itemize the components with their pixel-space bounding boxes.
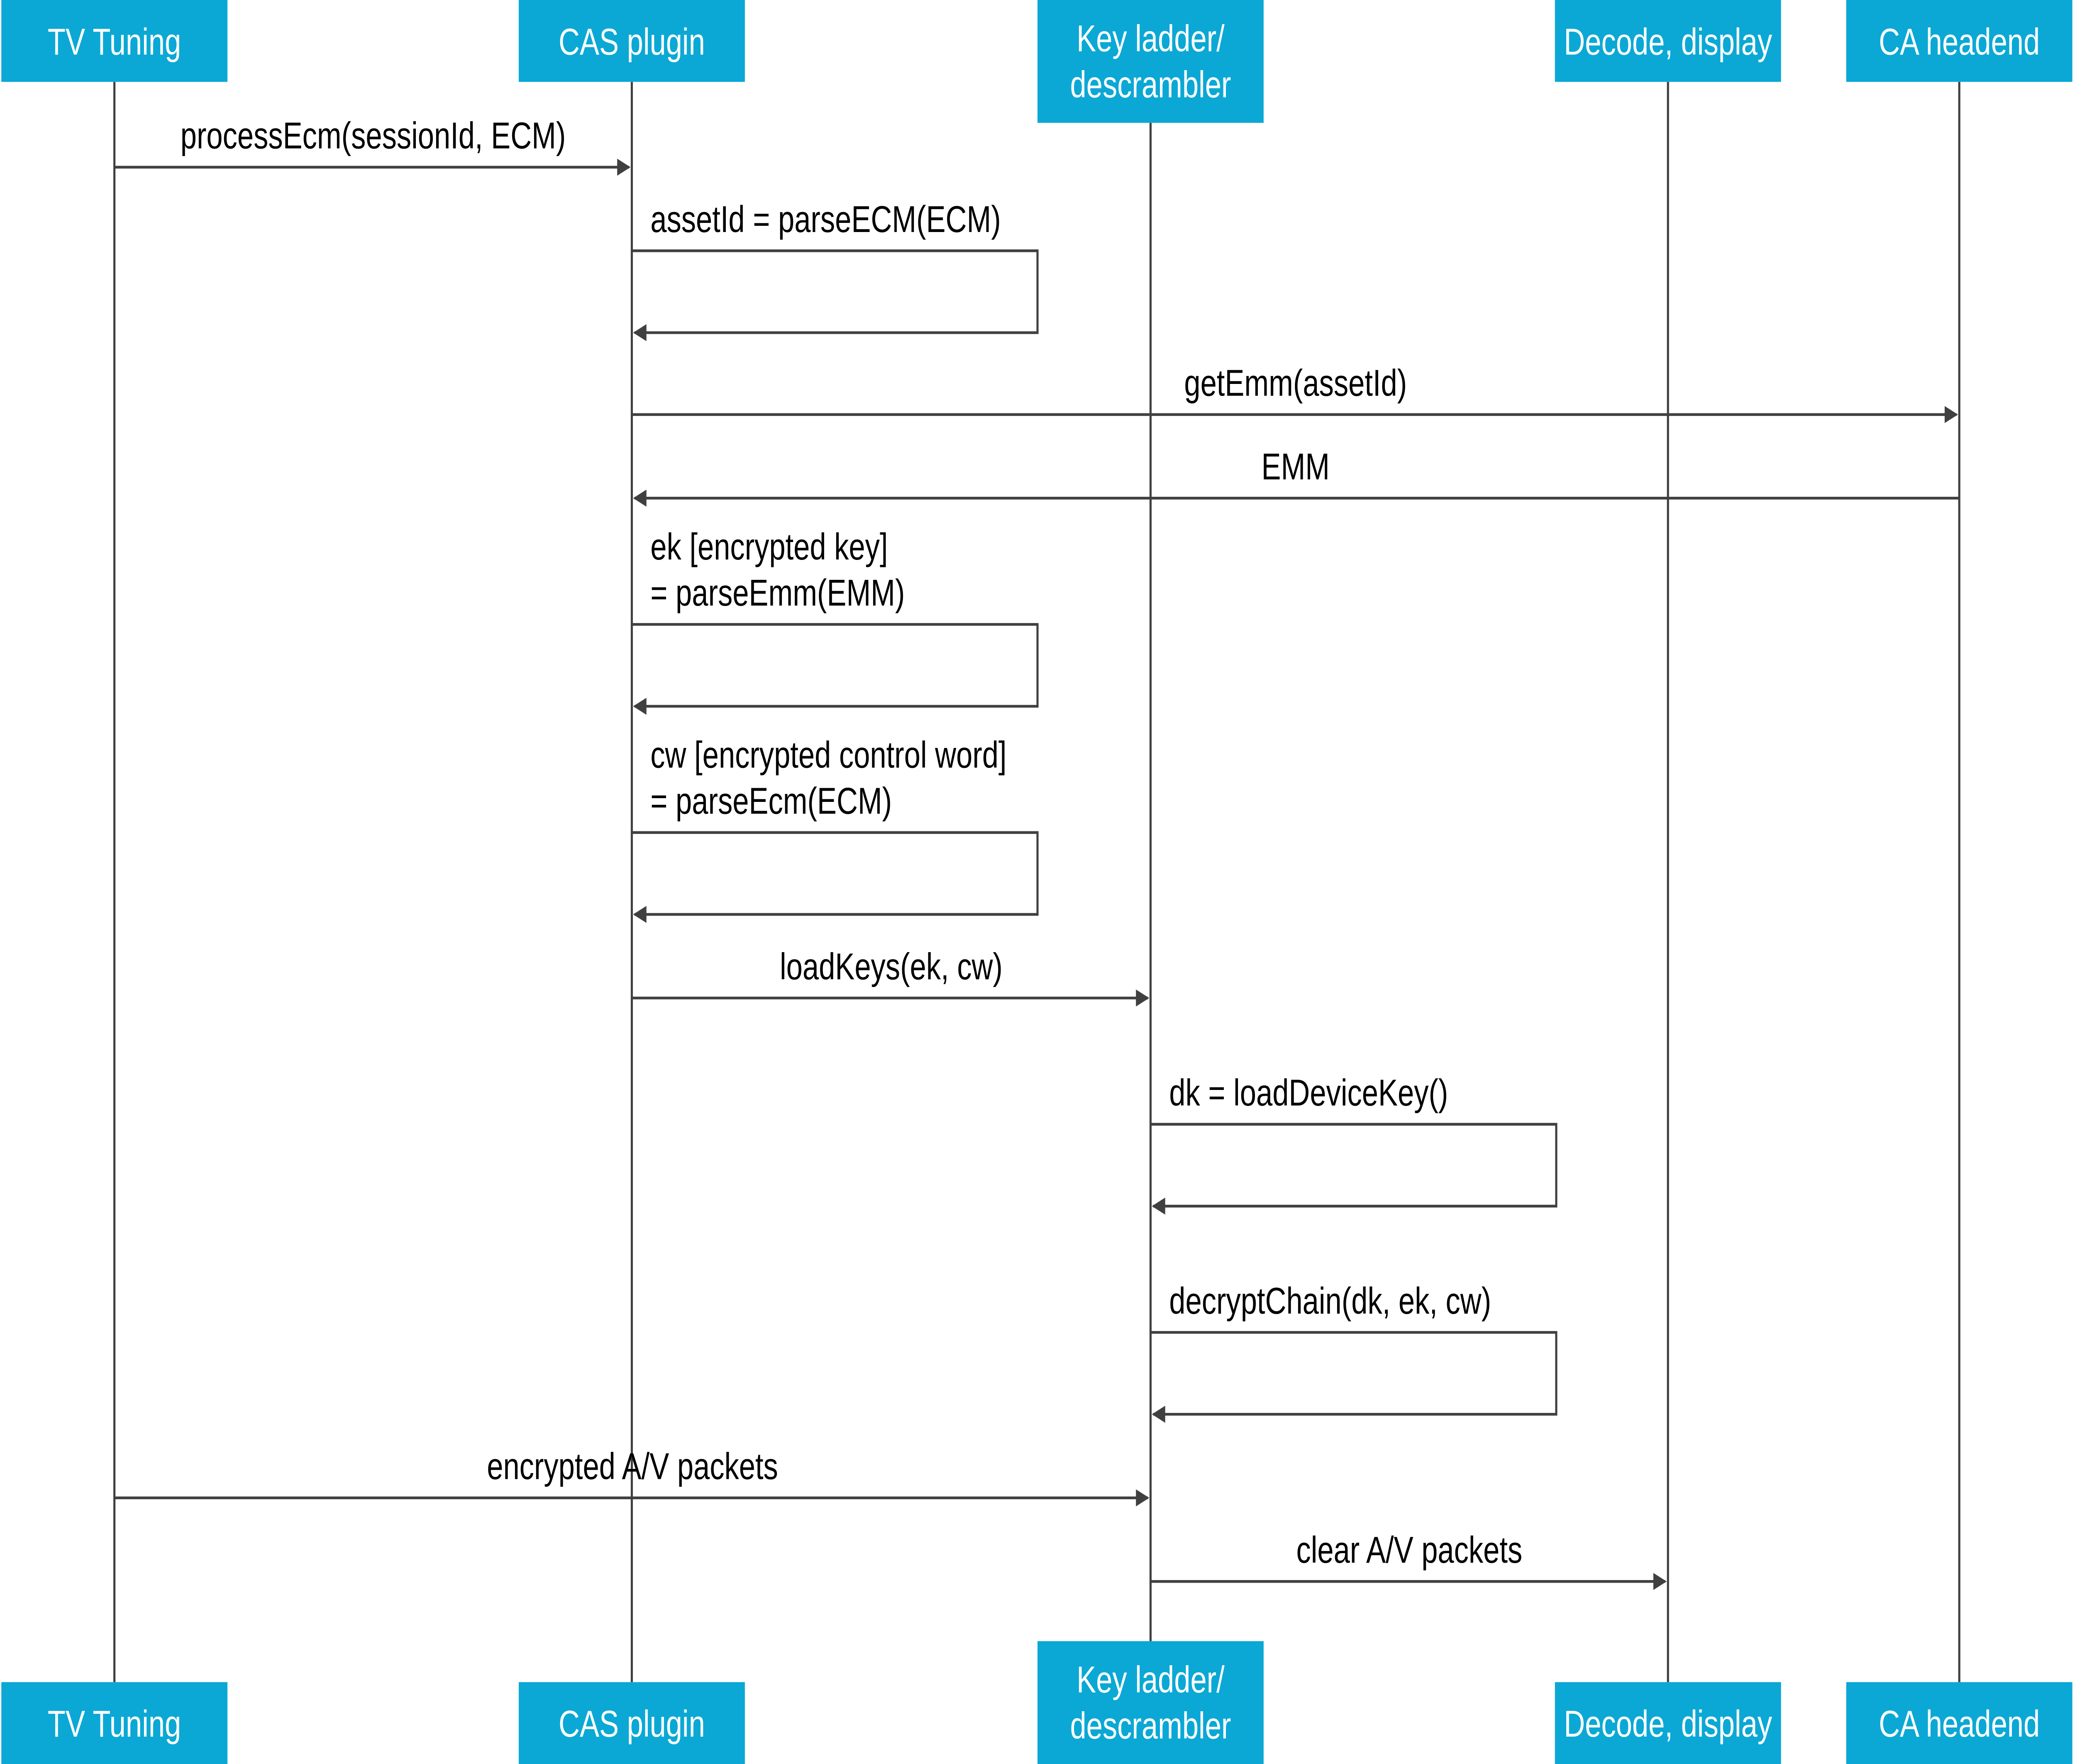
message: assetId = parseECM(ECM) — [632, 199, 1039, 334]
message: ek [encrypted key]= parseEmm(EMM) — [632, 526, 1039, 708]
lifelines — [113, 82, 1960, 1682]
arrowhead — [1152, 1405, 1165, 1423]
participant-top: CA headend — [1846, 0, 2073, 82]
message-label: encrypted A/V packets — [487, 1446, 778, 1487]
message: EMM — [634, 446, 1960, 500]
participant-label: Key ladder/ — [1077, 1659, 1225, 1700]
arrowhead — [1653, 1573, 1667, 1590]
self-message-line — [632, 249, 1039, 334]
message-label: dk = loadDeviceKey() — [1169, 1072, 1448, 1114]
message: processEcm(sessionId, ECM) — [114, 115, 630, 169]
message-label: = parseEmm(EMM) — [650, 572, 905, 614]
message-label: processEcm(sessionId, ECM) — [181, 115, 566, 156]
arrowhead — [633, 698, 647, 715]
participant-bottom: CAS plugin — [519, 1682, 745, 1764]
message-label: = parseEcm(ECM) — [650, 780, 892, 822]
participant-label: CAS plugin — [559, 21, 705, 63]
message: dk = loadDeviceKey() — [1150, 1072, 1557, 1208]
message: getEmm(assetId) — [632, 362, 1957, 416]
participant-box — [1, 0, 228, 82]
participant-box — [1038, 1641, 1264, 1764]
participant-box — [519, 0, 745, 82]
participant-label: descrambler — [1070, 1705, 1231, 1747]
arrowhead — [1136, 989, 1150, 1007]
participant-bottom: CA headend — [1846, 1682, 2073, 1764]
arrowhead — [1136, 1489, 1150, 1507]
participant-top: Key ladder/descrambler — [1038, 0, 1264, 123]
participant-box — [1846, 1682, 2073, 1764]
participant-box — [1555, 1682, 1781, 1764]
message: encrypted A/V packets — [114, 1446, 1148, 1500]
participant-box — [1038, 0, 1264, 123]
participant-top: TV Tuning — [1, 0, 228, 82]
participant-label: TV Tuning — [48, 21, 181, 63]
message-label: getEmm(assetId) — [1184, 362, 1407, 404]
message: decryptChain(dk, ek, cw) — [1150, 1280, 1557, 1416]
participant-label: Key ladder/ — [1077, 18, 1225, 59]
participant-label: Decode, display — [1564, 21, 1772, 63]
arrowhead — [633, 906, 647, 923]
participant-label: TV Tuning — [48, 1703, 181, 1745]
message-label: ek [encrypted key] — [650, 526, 888, 568]
arrowhead — [1152, 1197, 1165, 1215]
arrowhead — [633, 489, 647, 507]
message-label: loadKeys(ek, cw) — [780, 946, 1003, 987]
message-label: clear A/V packets — [1296, 1529, 1522, 1571]
participant-box — [1, 1682, 228, 1764]
participant-box — [1846, 0, 2073, 82]
messages: processEcm(sessionId, ECM) assetId = pars… — [114, 115, 1960, 1590]
participant-label: CA headend — [1879, 21, 2040, 63]
participant-label: CAS plugin — [559, 1703, 705, 1745]
message-label: decryptChain(dk, ek, cw) — [1169, 1280, 1491, 1322]
message-label: cw [encrypted control word] — [650, 734, 1006, 776]
participant-bottom: TV Tuning — [1, 1682, 228, 1764]
arrowhead — [617, 159, 631, 176]
participant-label: descrambler — [1070, 64, 1231, 105]
message: cw [encrypted control word]= parseEcm(EC… — [632, 734, 1039, 916]
participant-top: CAS plugin — [519, 0, 745, 82]
participant-bottom: Key ladder/descrambler — [1038, 1641, 1264, 1764]
arrowhead — [633, 324, 647, 342]
participant-bottom: Decode, display — [1555, 1682, 1781, 1764]
message: loadKeys(ek, cw) — [632, 946, 1148, 999]
message-label: assetId = parseECM(ECM) — [650, 199, 1001, 240]
self-message-line — [632, 623, 1039, 708]
self-message-line — [1150, 1123, 1557, 1208]
participant-box — [1555, 0, 1781, 82]
self-message-line — [632, 831, 1039, 916]
participant-label: CA headend — [1879, 1703, 2040, 1745]
participant-label: Decode, display — [1564, 1703, 1772, 1745]
participant-box — [519, 1682, 745, 1764]
message-label: EMM — [1262, 446, 1330, 488]
self-message-line — [1150, 1331, 1557, 1416]
message: clear A/V packets — [1150, 1529, 1665, 1583]
participant-top: Decode, display — [1555, 0, 1781, 82]
arrowhead — [1944, 406, 1958, 423]
